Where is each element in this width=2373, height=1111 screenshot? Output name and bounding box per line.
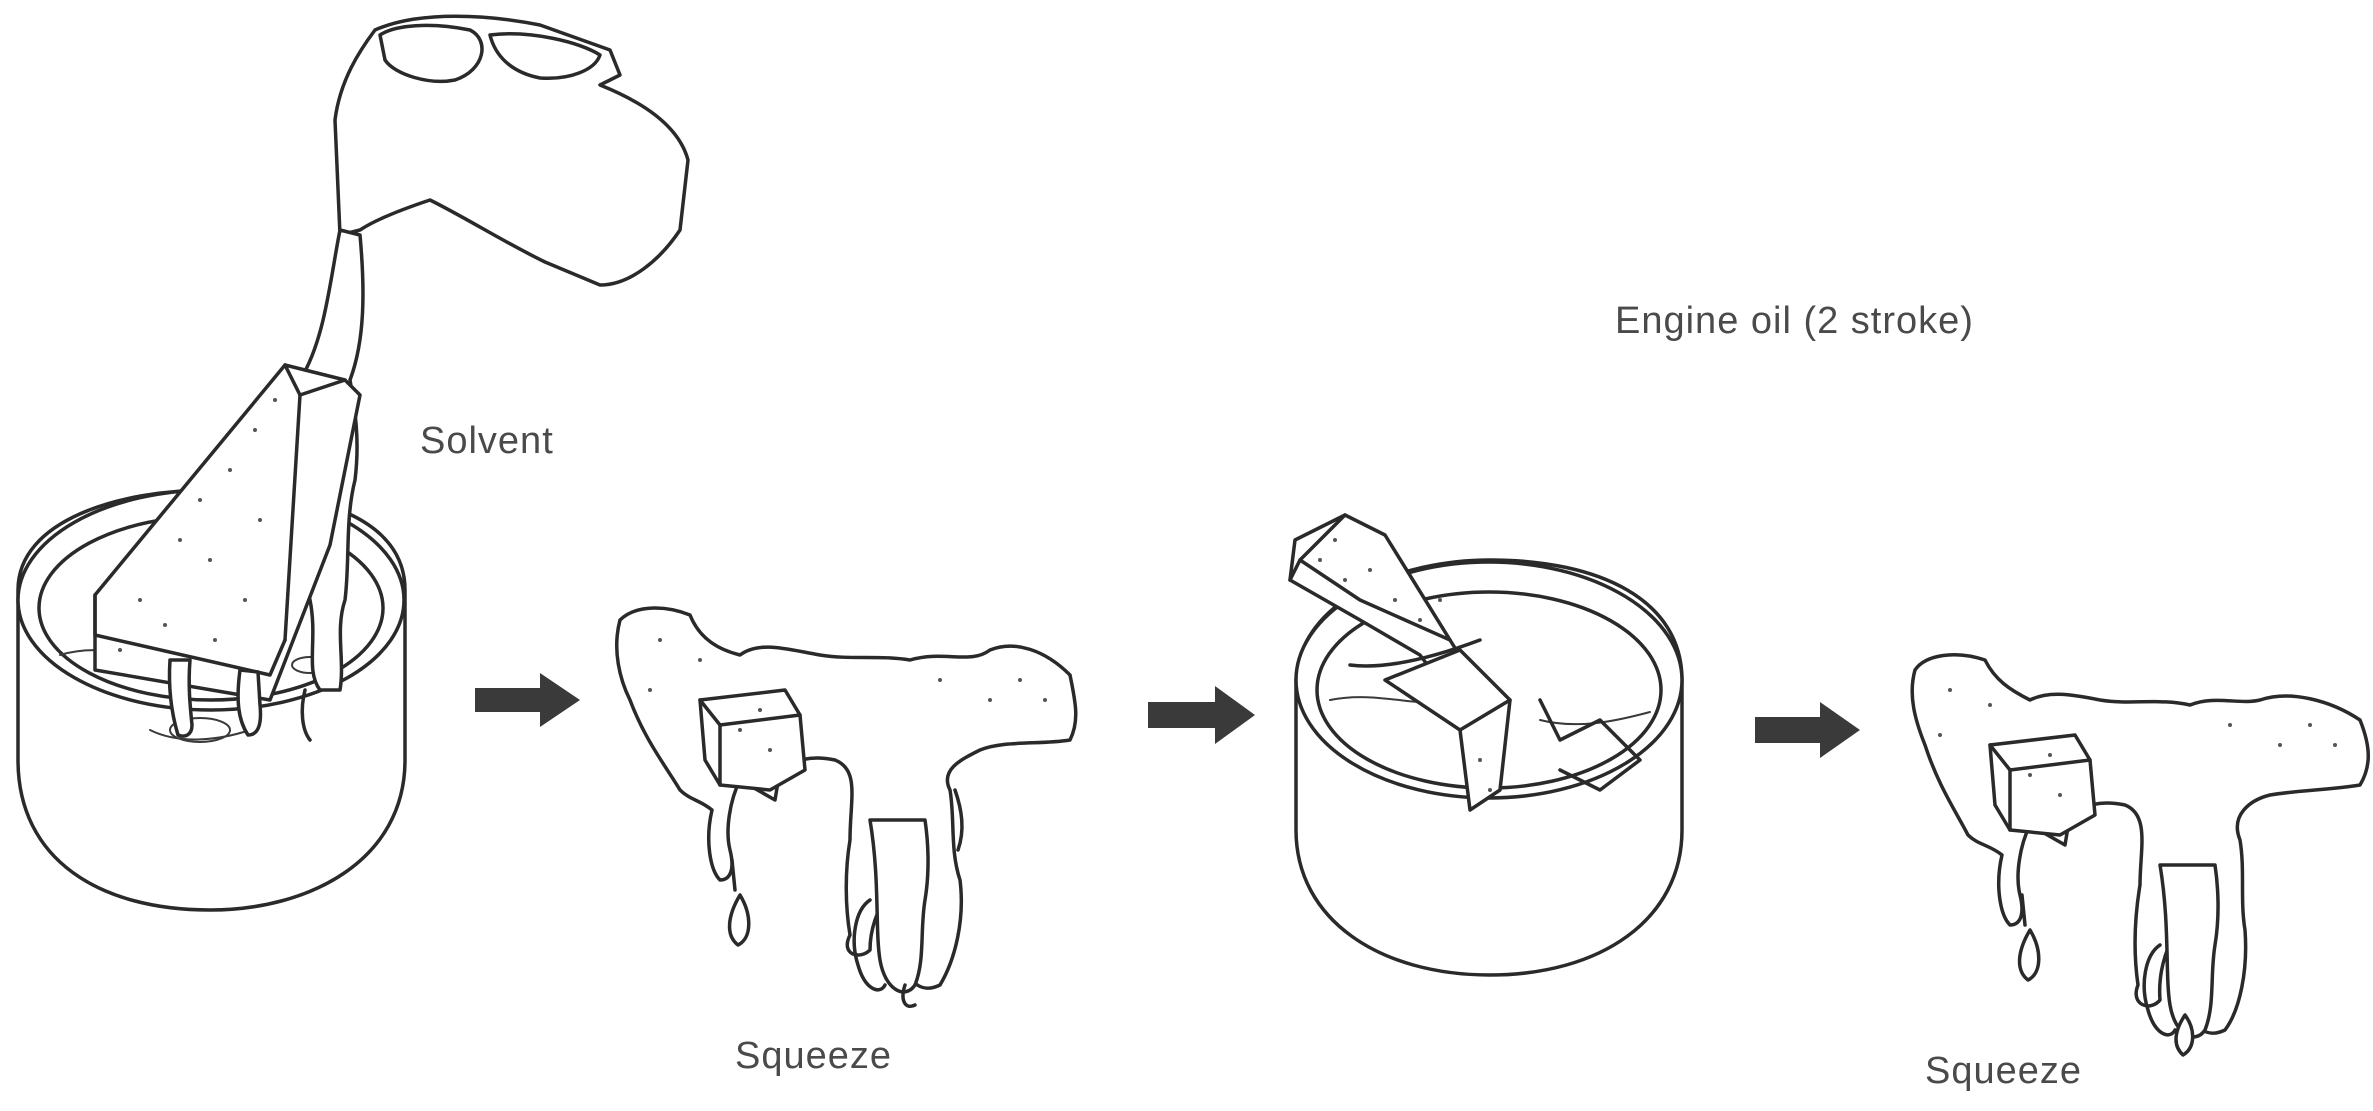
pitcher-icon (335, 16, 688, 285)
arrow-right-icon (1148, 686, 1255, 744)
squeeze-filter-icon (1912, 655, 2368, 1055)
solvent-label: Solvent (420, 420, 554, 463)
squeeze-filter-icon (617, 608, 1076, 1006)
engine-oil-label: Engine oil (2 stroke) (1615, 300, 1974, 343)
squeeze-label: Squeeze (1925, 1050, 2082, 1093)
squeeze-label: Squeeze (735, 1035, 892, 1078)
arrow-right-icon (1755, 702, 1860, 758)
arrow-right-icon (475, 673, 580, 727)
